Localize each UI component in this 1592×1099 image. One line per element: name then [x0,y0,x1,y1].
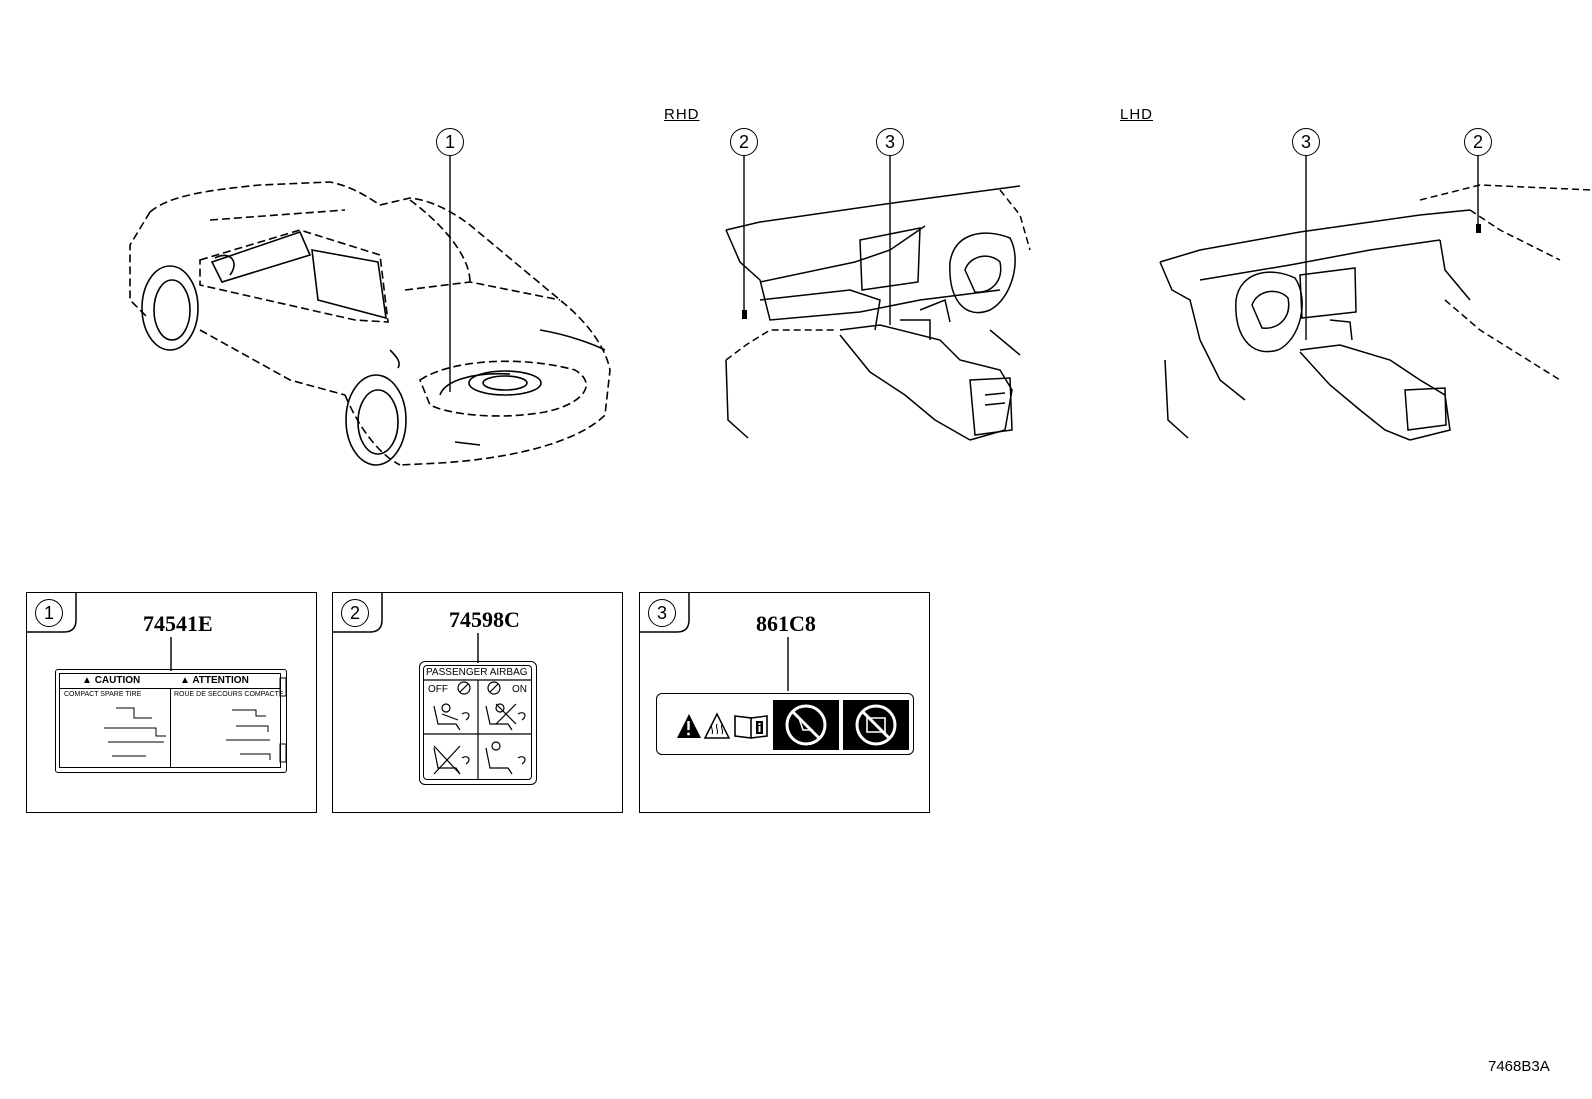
attention-subtext: ROUE DE SECOURS COMPACTE [174,691,284,698]
box-index-2: 2 [341,599,369,627]
part-box-3: 3 861C8 [639,592,930,813]
sticker-center-divider [170,688,171,768]
callout-3-lhd: 3 [1292,128,1320,156]
box-index-tab [26,592,77,633]
box-index-tab [332,592,383,633]
airbag-on-label: ON [512,684,527,695]
caution-subtext: COMPACT SPARE TIRE [64,691,142,698]
caution-heading: ▲ CAUTION [82,675,141,686]
callout-3-rhd: 3 [876,128,904,156]
manual-book-icon [734,715,768,739]
box-index-3: 3 [648,599,676,627]
part-number-74541e: 74541E [143,611,213,636]
diagram-code: 7468B3A [1488,1058,1550,1075]
rhd-label: RHD [664,106,700,123]
callout-1-car: 1 [436,128,464,156]
warning-symbol-sticker [656,693,914,755]
sticker-text-lines [104,677,287,763]
airbag-heading: PASSENGER AIRBAG [426,667,528,678]
box-index-1: 1 [35,599,63,627]
callout-2-lhd: 2 [1464,128,1492,156]
part-box-2: 2 74598C PASSENGER AIRBAG OFF ON [332,592,623,813]
part-number-861c8: 861C8 [756,611,816,636]
leader-line-3 [787,637,789,691]
attention-heading: ▲ ATTENTION [180,675,249,686]
airbag-off-label: OFF [428,684,448,695]
leader-line-1 [170,637,172,671]
part-box-1: 1 74541E ▲ CAUTION ▲ ATTENTION COMPACT S… [26,592,317,813]
callout-2-rhd: 2 [730,128,758,156]
airbag-seat-icons [424,679,532,780]
warning-symbols [677,700,909,750]
box-index-tab [639,592,690,633]
caution-label-sticker: ▲ CAUTION ▲ ATTENTION COMPACT SPARE TIRE… [55,669,287,773]
part-number-74598c: 74598C [449,607,520,632]
lhd-label: LHD [1120,106,1154,123]
hot-surface-icon [703,712,731,739]
leader-line-2 [477,633,479,663]
passenger-airbag-sticker: PASSENGER AIRBAG OFF ON [419,661,537,785]
